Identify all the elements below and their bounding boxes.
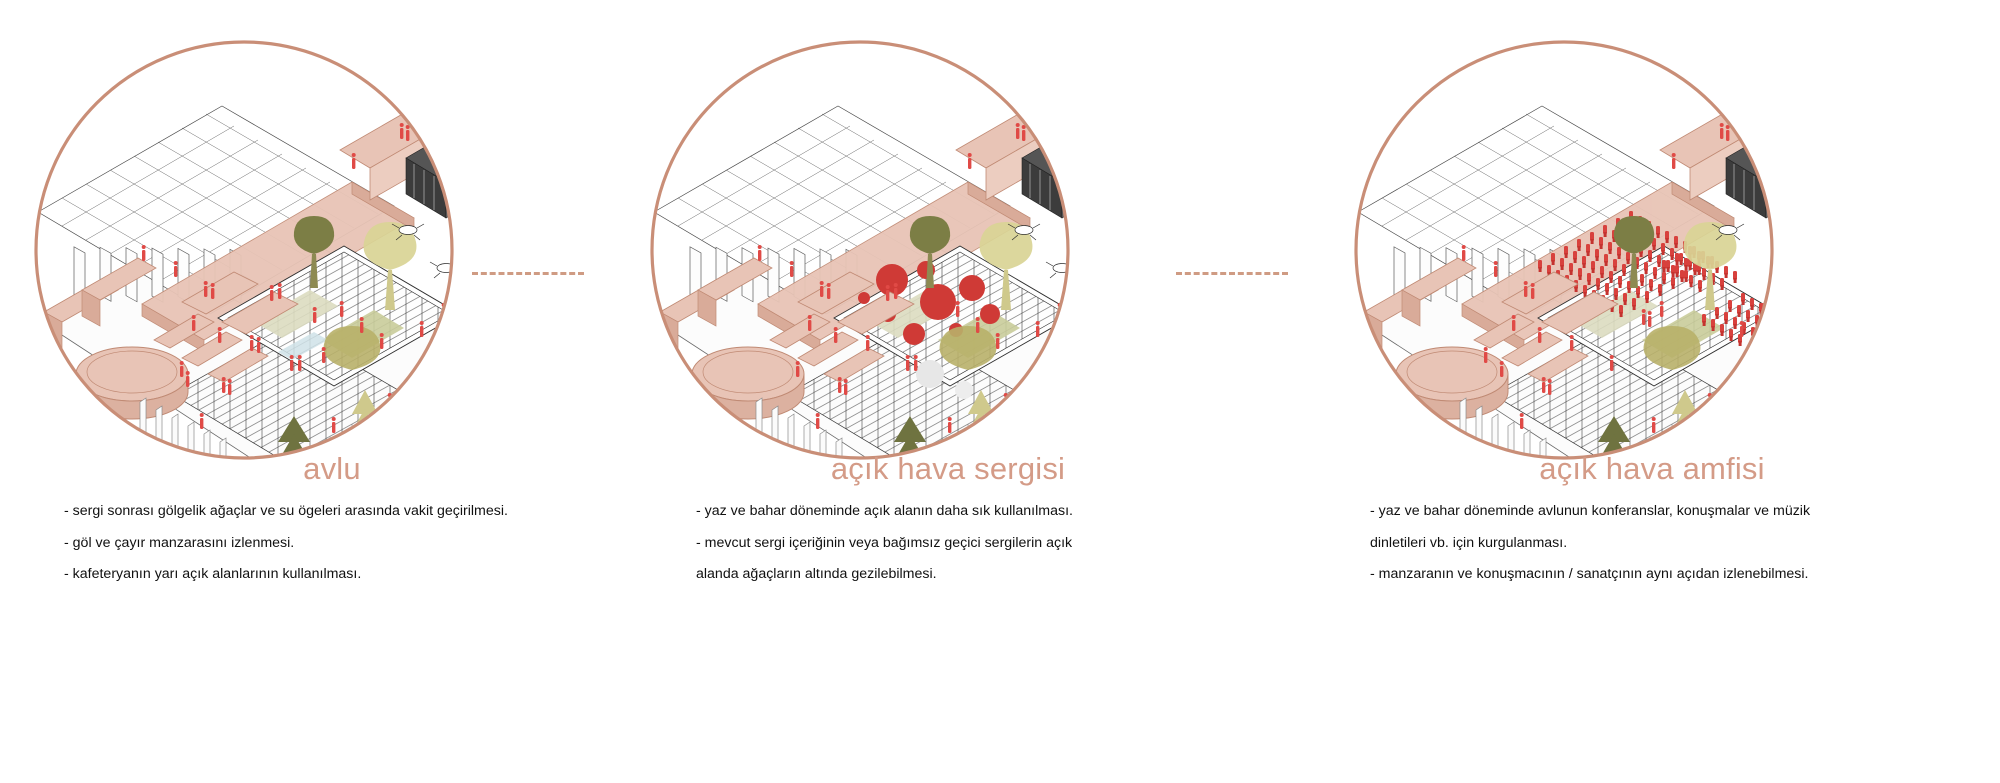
bullet-item: - manzaranın ve konuşmacının / sanatçını… [1370,566,1809,583]
scene-acik-hava-sergisi [638,22,1258,482]
bullet-list-acik-hava-amfisi: - yaz ve bahar döneminde avlunun konfera… [1342,498,1962,589]
cafeteria-pool [691,346,805,420]
panel-title-avlu: avlu [303,451,361,486]
furniture-group [1473,271,1619,383]
scene-avlu [22,22,642,482]
people-figures [1461,123,1766,433]
bullet-item: - mevcut sergi içeriğinin veya bağımsız … [696,534,1073,551]
panel-circle-frame [1354,40,1774,460]
bullet-item: dinletileri vb. için kurgulanması. [1370,534,1568,551]
scene-acik-hava-amfisi [1342,22,1962,482]
panel-circle-frame [650,40,1070,460]
people-figures [757,123,1062,433]
bullet-item: - sergi sonrası gölgelik ağaçlar ve su ö… [64,503,508,520]
panel-acik-hava-sergisi: açık hava sergisi - yaz ve bahar dönemin… [638,0,1258,783]
connector-avlu-to-sergi [472,272,584,275]
tree-green [293,216,335,288]
panel-title-acik-hava-sergisi: açık hava sergisi [830,451,1066,486]
panel-acik-hava-amfisi: açık hava amfisi - yaz ve bahar dönemind… [1342,0,1962,783]
furniture-group [769,271,915,383]
caption-acik-hava-sergisi: açık hava sergisi - yaz ve bahar dönemin… [638,451,1258,593]
bullet-list-acik-hava-sergisi: - yaz ve bahar döneminde açık alanın dah… [638,498,1258,589]
caption-acik-hava-amfisi: açık hava amfisi - yaz ve bahar dönemind… [1342,451,1962,593]
furniture-group [153,271,299,383]
tree-olive-low [1643,326,1701,370]
panel-avlu: avlu - sergi sonrası gölgelik ağaçlar ve… [22,0,642,783]
people-figures [141,123,446,433]
bullet-item: alanda ağaçların altında gezilebilmesi. [696,566,937,583]
caption-avlu: avlu - sergi sonrası gölgelik ağaçlar ve… [22,451,642,593]
cafeteria-pool [1395,346,1509,420]
cafe-table-cluster [1711,223,1745,241]
bullet-item: - kafeteryanın yarı açık alanlarının kul… [64,566,362,583]
bullet-item: - yaz ve bahar döneminde avlunun konfera… [1370,503,1811,520]
cafeteria-pool [75,346,189,420]
tree-olive-low [323,326,381,370]
tree-green [909,216,951,288]
bullet-item: - göl ve çayır manzarasını izlenmesi. [64,534,295,551]
tree-green [1613,216,1655,288]
bullet-item: - yaz ve bahar döneminde açık alanın dah… [696,503,1073,520]
panel-title-acik-hava-amfisi: açık hava amfisi [1539,451,1765,486]
connector-sergi-to-amfi [1176,272,1288,275]
bullet-list-avlu: - sergi sonrası gölgelik ağaçlar ve su ö… [22,498,642,589]
panel-circle-frame [34,40,454,460]
tree-olive-low [939,326,997,370]
